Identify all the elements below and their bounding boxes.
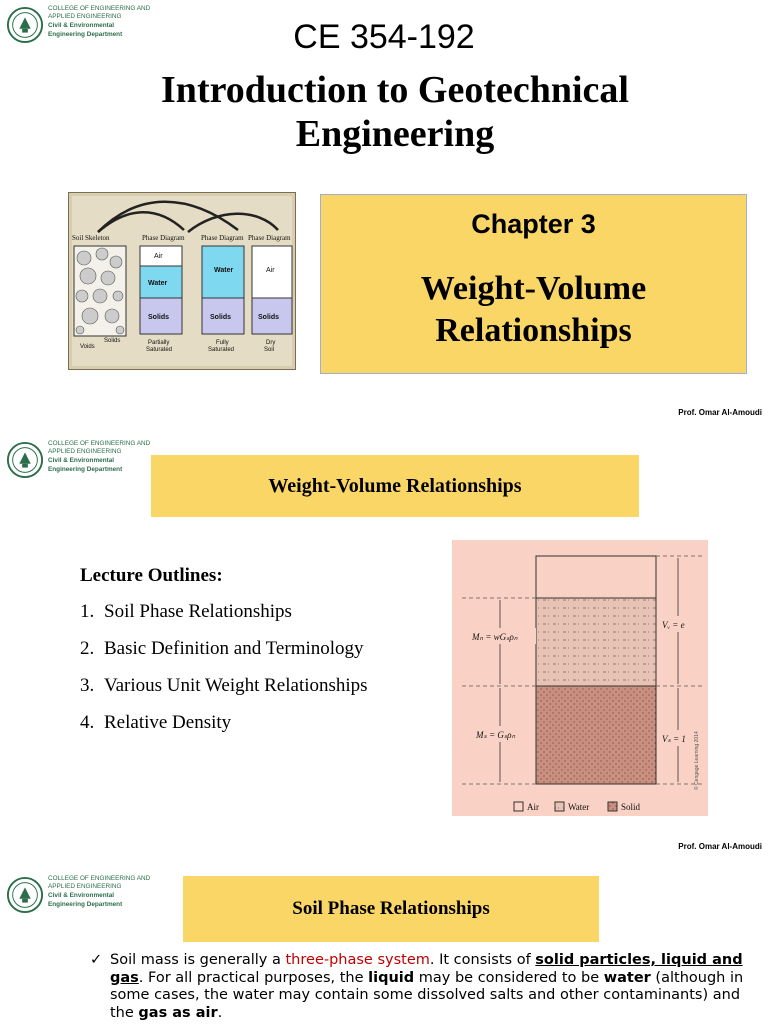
legend-solid: Solid bbox=[621, 802, 641, 812]
label-dry: Dry bbox=[266, 340, 275, 346]
label-air-1: Air bbox=[154, 253, 163, 260]
label-fully: Fully bbox=[216, 340, 229, 346]
label-saturated-1: Saturated bbox=[146, 347, 172, 353]
label-air-3: Air bbox=[266, 267, 275, 274]
text-run: (although in some cases, the water may c… bbox=[110, 969, 744, 1021]
copyright-label: © Cengage Learning 2014 bbox=[693, 731, 700, 790]
label-phase-diagram-1: Phase Diagram bbox=[142, 234, 185, 242]
outline-title: Lecture Outlines: bbox=[80, 565, 223, 586]
text-run: . For all practical purposes, the bbox=[138, 969, 369, 986]
text-run: may be considered to be bbox=[414, 969, 604, 986]
college-name-2: APPLIED ENGINEERING bbox=[48, 448, 122, 455]
chapter-box: Chapter 3 Weight-Volume Relationships bbox=[320, 194, 747, 374]
college-name-2: APPLIED ENGINEERING bbox=[48, 13, 122, 20]
label-soil-skeleton: Soil Skeleton bbox=[72, 234, 110, 242]
label-solids-3: Solids bbox=[258, 314, 279, 321]
legend-water: Water bbox=[568, 802, 589, 812]
college-name: COLLEGE OF ENGINEERING AND bbox=[48, 5, 151, 12]
text-run: Soil mass is generally a bbox=[110, 952, 286, 968]
author-name: Prof. Omar Al-Amoudi bbox=[678, 842, 762, 851]
chapter-number: Chapter 3 bbox=[471, 209, 596, 239]
legend-air: Air bbox=[527, 802, 539, 812]
dept-name-2: Engineering Department bbox=[48, 901, 123, 908]
college-name: COLLEGE OF ENGINEERING AND bbox=[48, 875, 151, 882]
emphasis-phases: solid particles, liquid and gas bbox=[110, 952, 743, 986]
course-title: Introduction to Geotechnical Engineering bbox=[0, 68, 768, 156]
author-name: Prof. Omar Al-Amoudi bbox=[678, 408, 762, 417]
dept-name: Civil & Environmental bbox=[48, 22, 115, 29]
course-title-line1: Introduction to Geotechnical bbox=[161, 69, 629, 111]
emphasis-liquid: liquid bbox=[368, 969, 415, 986]
list-item: 1. Soil Phase Relationships bbox=[80, 601, 368, 638]
text-run: . bbox=[217, 1004, 223, 1021]
university-seal-icon bbox=[6, 876, 44, 914]
chapter-title-line1: Weight-Volume bbox=[420, 270, 647, 307]
label-ms: Mₛ = Gₛρₙ bbox=[475, 730, 516, 740]
course-title-line2: Engineering bbox=[295, 113, 495, 155]
list-item: 3. Various Unit Weight Relationships bbox=[80, 675, 368, 712]
soil-phase-illustration: Soil Skeleton Phase Diagram Phase Diagra… bbox=[68, 192, 296, 370]
college-logo: COLLEGE OF ENGINEERING AND APPLIED ENGIN… bbox=[6, 874, 166, 918]
list-number: 4. bbox=[80, 712, 95, 733]
outline-list: 1. Soil Phase Relationships 2. Basic Defin… bbox=[80, 601, 368, 749]
list-number: 1. bbox=[80, 601, 95, 622]
list-text: Relative Density bbox=[104, 712, 232, 733]
label-solids-2: Solids bbox=[210, 314, 231, 321]
college-name: COLLEGE OF ENGINEERING AND bbox=[48, 440, 151, 447]
label-voids: Voids bbox=[80, 344, 95, 350]
label-partially: Partially bbox=[148, 340, 169, 346]
chapter-title-line2: Relationships bbox=[435, 312, 632, 349]
slide-phase-relationships: COLLEGE OF ENGINEERING AND APPLIED ENGIN… bbox=[0, 870, 768, 1024]
text-run: . It consists of bbox=[429, 952, 536, 968]
university-seal-icon bbox=[6, 6, 44, 44]
college-logo: COLLEGE OF ENGINEERING AND APPLIED ENGIN… bbox=[6, 439, 166, 483]
label-phase-diagram-3: Phase Diagram bbox=[248, 234, 291, 242]
list-item: 2. Basic Definition and Terminology bbox=[80, 638, 368, 675]
dept-name-2: Engineering Department bbox=[48, 466, 123, 473]
emphasis-gas-air: gas as air bbox=[138, 1004, 218, 1021]
checkmark-icon: ✓ bbox=[90, 952, 103, 968]
highlight-three-phase: three-phase system bbox=[285, 952, 430, 968]
label-vv: Vᵥ = e bbox=[662, 620, 685, 630]
bullet-paragraph: ✓ Soil mass is generally a three-phase s… bbox=[90, 952, 760, 1022]
list-text: Soil Phase Relationships bbox=[104, 601, 292, 622]
label-water-1: Water bbox=[148, 280, 167, 287]
course-code: CE 354-192 bbox=[293, 18, 475, 56]
slide-header: Soil Phase Relationships bbox=[183, 876, 599, 942]
dept-name: Civil & Environmental bbox=[48, 457, 115, 464]
label-water-2: Water bbox=[214, 267, 233, 274]
slide-header: Weight-Volume Relationships bbox=[151, 455, 639, 517]
label-saturated-2: Saturated bbox=[208, 347, 234, 353]
label-solids-small: Solids bbox=[104, 338, 120, 344]
label-vs: Vₛ = 1 bbox=[662, 734, 686, 744]
label-phase-diagram-2: Phase Diagram bbox=[201, 234, 244, 242]
label-soil: Soil bbox=[264, 347, 274, 353]
label-mw: Mₙ = wGₛρₙ bbox=[471, 632, 518, 642]
list-number: 2. bbox=[80, 638, 95, 659]
emphasis-water: water bbox=[603, 969, 651, 986]
slide-title: COLLEGE OF ENGINEERING AND APPLIED ENGIN… bbox=[0, 0, 768, 420]
college-logo: COLLEGE OF ENGINEERING AND APPLIED ENGIN… bbox=[6, 4, 166, 48]
dept-name: Civil & Environmental bbox=[48, 892, 115, 899]
phase-diagram-figure: Mₙ = wGₛρₙ Mₛ = Gₛρₙ Vᵥ = e Vₛ = 1 © Cen… bbox=[452, 540, 708, 816]
list-number: 3. bbox=[80, 675, 95, 696]
list-text: Various Unit Weight Relationships bbox=[104, 675, 368, 696]
dept-name-2: Engineering Department bbox=[48, 31, 123, 38]
university-seal-icon bbox=[6, 441, 44, 479]
list-text: Basic Definition and Terminology bbox=[104, 638, 364, 659]
chapter-title: Weight-Volume Relationships bbox=[321, 268, 746, 352]
college-name-2: APPLIED ENGINEERING bbox=[48, 883, 122, 890]
list-item: 4. Relative Density bbox=[80, 712, 368, 749]
label-solids-1: Solids bbox=[148, 314, 169, 321]
slide-outline: COLLEGE OF ENGINEERING AND APPLIED ENGIN… bbox=[0, 435, 768, 860]
